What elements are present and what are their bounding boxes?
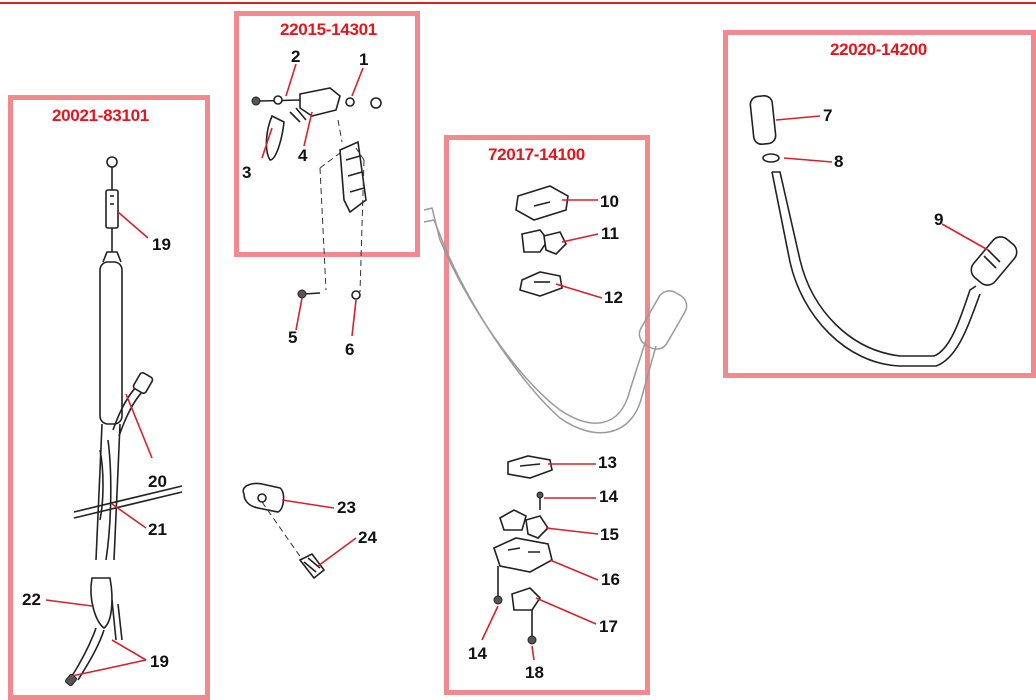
callout-9: 9 [934,210,944,229]
callout-15: 15 [600,525,619,544]
callout-23: 23 [337,498,356,517]
callout-3: 3 [242,163,252,182]
callout-14-lower: 14 [468,644,487,663]
callout-19-lower: 19 [150,652,169,671]
callout-13: 13 [598,453,617,472]
callout-10: 10 [600,192,619,211]
callout-1: 1 [359,50,369,69]
callout-6: 6 [345,340,355,359]
top-rule [0,2,1036,4]
callout-21: 21 [148,520,167,539]
callout-2: 2 [291,47,301,66]
callout-4: 4 [298,146,308,165]
callout-17: 17 [599,617,618,636]
kit-box-lever [234,11,420,257]
callout-12: 12 [604,288,623,307]
callout-24: 24 [358,528,377,547]
callout-20: 20 [148,472,167,491]
kit-part-number-left: 20021-83101 [52,106,149,125]
kit-box-right [723,30,1036,378]
callout-19-upper: 19 [152,235,171,254]
callout-14: 14 [599,487,618,506]
clamp-parts [493,185,569,645]
handlebar-parts [749,94,1018,367]
callout-11: 11 [601,224,619,243]
kit-part-number-lever: 22015-14301 [280,20,377,39]
lever-assembly [251,87,382,300]
callout-7: 7 [823,106,833,125]
leader-lines [45,63,989,677]
kit-part-number-center: 72017-14100 [488,145,585,164]
kit-box-center [444,135,650,695]
kit-part-number-right: 22020-14200 [830,40,927,59]
background-handlebar [423,207,688,434]
callout-16: 16 [601,570,620,589]
cable-assembly [65,156,183,687]
callout-22: 22 [22,590,41,609]
callout-18: 18 [525,663,544,682]
callout-8: 8 [834,152,844,171]
clip-parts [242,482,326,580]
callout-5: 5 [288,328,298,347]
